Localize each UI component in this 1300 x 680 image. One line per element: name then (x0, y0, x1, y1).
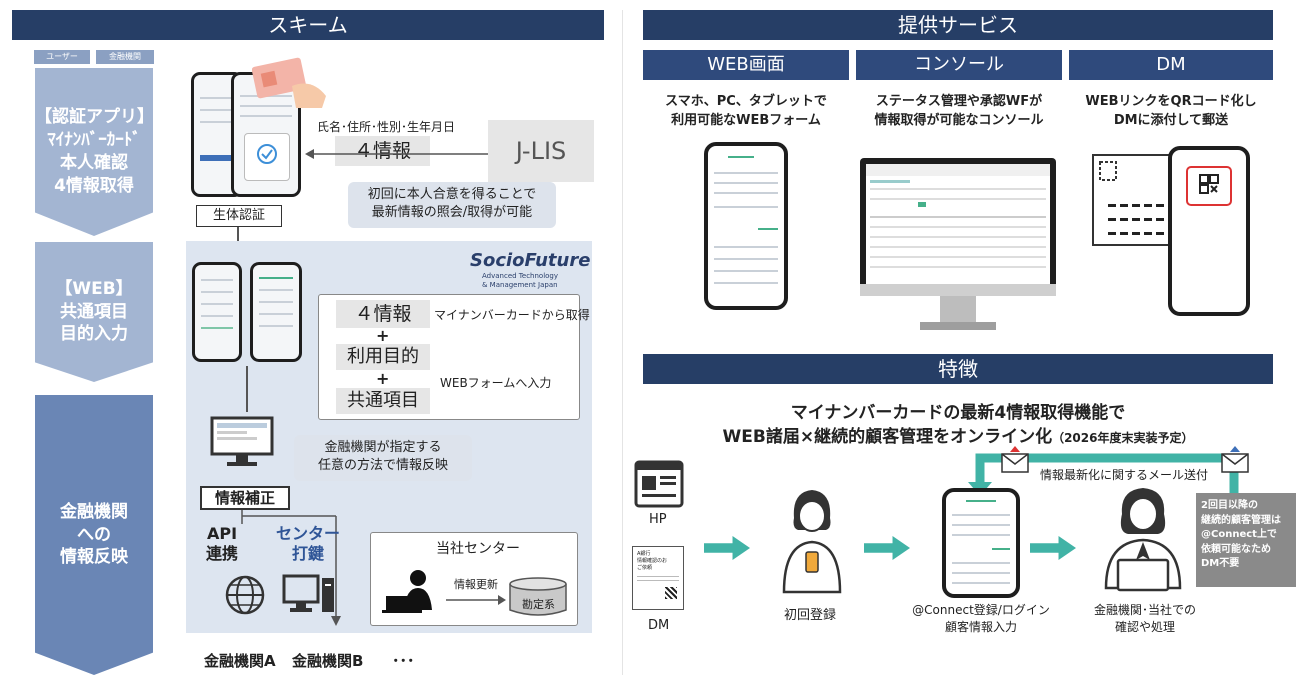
dm-line-3 (1108, 232, 1168, 235)
flow-arrow-2 (864, 536, 910, 560)
first-registration-label: 初回登録 (784, 608, 837, 623)
jlis-box: J-LIS (488, 120, 594, 182)
accounting-label: 勘定系 (522, 598, 555, 611)
hp-icon (634, 460, 684, 508)
features-headline-2: WEB諸届×継続的顧客管理をオンライン化（2026年度末実装予定） (722, 427, 1194, 447)
dm-paper-icon: A銀行 情報確認のお ご依頼 (632, 546, 684, 610)
reflect-callout: 金融機関が指定する 任意の方法で情報反映 (294, 435, 472, 481)
four-info-box: ４情報 (335, 136, 430, 166)
features-headline-1: マイナンバーカードの最新4情報取得機能で (790, 403, 1126, 423)
arrow-jlis-to-phone (305, 145, 495, 159)
web-item-purpose: 利用目的 (336, 344, 430, 370)
web-phone-2 (250, 262, 302, 362)
hp-label: HP (649, 512, 667, 527)
divider-vertical (622, 10, 623, 675)
banks-ellipsis: ･･･ (392, 652, 415, 670)
from-card-label: マイナンバーカードから取得 (434, 308, 590, 322)
connector-phone-pc (246, 366, 248, 412)
plus-2: + (376, 369, 390, 388)
operator-icon (382, 568, 444, 616)
side-note-box: 2回目以降の 継続的顧客管理は @Connect上で 依頼可能なため DM不要 (1196, 493, 1296, 587)
connect-label: @Connect登録/ログイン 顧客情報入力 (912, 603, 1050, 634)
branch-lines (236, 510, 346, 630)
info-update-label: 情報更新 (454, 578, 498, 591)
services-header: 提供サービス (643, 10, 1273, 40)
person-phone-icon (774, 484, 850, 594)
globe-icon (222, 572, 268, 618)
dm-line-2 (1108, 218, 1168, 221)
connector-vertical (237, 227, 239, 241)
plus-1: + (376, 326, 390, 345)
desktop-icon (282, 574, 336, 616)
dm-line-1 (1108, 204, 1168, 207)
brand-sub1: Advanced Technology (482, 272, 559, 280)
dm-qr-phone (1168, 146, 1250, 316)
flow-arrow-3 (1030, 536, 1076, 560)
hand-card-icon (251, 56, 330, 108)
console-monitor (858, 156, 1058, 334)
web-item-4info: ４情報 (336, 300, 430, 328)
flow-arrow-1 (704, 536, 750, 560)
step-auth-app: 【認証アプリ】 ﾏｲﾅﾝﾊﾞｰｶｰﾄﾞ 本人確認 4情報取得 (35, 68, 153, 236)
step-bank-reflect: 金融機関 への 情報反映 (35, 395, 153, 675)
bank-staff-icon (1098, 484, 1188, 596)
service-console-title: コンソール (856, 50, 1062, 80)
check-icon (244, 133, 290, 181)
consent-callout: 初回に本人合意を得ることで 最新情報の照会/取得が可能 (348, 182, 556, 228)
role-bank: 金融機関 (96, 50, 154, 64)
features-header: 特徴 (643, 354, 1273, 384)
our-center-label: 当社センター (436, 541, 520, 557)
bank-check-label: 金融機関･当社での 確認や処理 (1093, 603, 1196, 634)
center-label: センター 打鍵 (276, 524, 341, 563)
web-phone-1 (192, 262, 242, 362)
biometric-label: 生体認証 (196, 205, 282, 227)
to-web-label: WEBフォームへ入力 (440, 376, 552, 390)
service-dm-title: DM (1069, 50, 1273, 80)
bank-b: 金融機関B (292, 652, 364, 670)
brand-sub2: & Management Japan (482, 281, 558, 289)
bank-a: 金融機関A (204, 652, 276, 670)
connect-phone (942, 488, 1020, 598)
dm-label: DM (648, 618, 670, 633)
service-web-title: WEB画面 (643, 50, 849, 80)
role-user: ユーザー (34, 50, 90, 64)
mail-note: 情報最新化に関するメール送付 (1040, 468, 1209, 482)
web-form-phone (704, 142, 788, 310)
mail-icon-left (1000, 446, 1030, 474)
web-item-common: 共通項目 (336, 388, 430, 414)
mail-icon-right (1220, 446, 1250, 474)
info-fix-label: 情報補正 (200, 486, 290, 510)
pc-icon (209, 416, 275, 470)
brand-name: SocioFuture (470, 250, 591, 271)
step-web-input: 【WEB】 共通項目 目的入力 (35, 242, 153, 382)
arrow-update (446, 590, 506, 605)
qr-code-icon (1186, 166, 1232, 206)
service-console-desc: ステータス管理や承認WFが情報取得が可能なコンソール (874, 94, 1044, 128)
info-fields-label: 氏名･住所･性別･生年月日 (317, 120, 456, 134)
database-icon (508, 576, 568, 618)
scheme-header: スキーム (12, 10, 604, 40)
api-label: API 連携 (206, 524, 239, 563)
service-web-desc: スマホ、PC、タブレットで利用可能なWEBフォーム (665, 94, 827, 128)
